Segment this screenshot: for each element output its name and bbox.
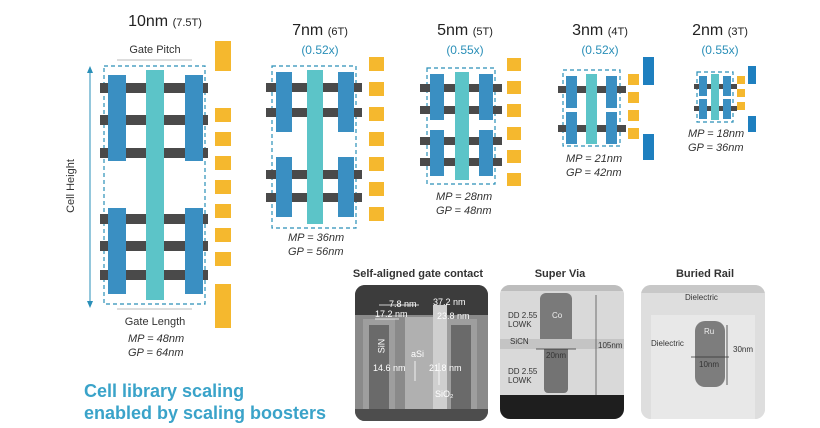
metric-gp-7nm: GP = 56nm (288, 246, 344, 258)
node-ratio-5nm: (0.55x) (446, 43, 484, 57)
node-ratio-3nm: (0.52x) (581, 43, 619, 57)
super-via-annotation: DD 2.55 (508, 311, 538, 320)
sagc-annotation: 14.6 nm (373, 363, 406, 373)
photo-buried-rail: Dielectric Dielectric Ru 10nm 30nm (641, 285, 765, 419)
sagc-annotation: 7.8 nm (389, 299, 417, 309)
booster-title-sagc: Self-aligned gate contact (352, 268, 484, 280)
buried-rail-micrograph (641, 285, 765, 419)
gate-pitch-label: Gate Pitch (129, 44, 181, 56)
super-via-annotation: LOWK (508, 320, 532, 329)
gate-length-label: Gate Length (124, 316, 186, 328)
node-title-5nm: 5nm (5T) (425, 22, 505, 40)
booster-title-super-via: Super Via (534, 268, 586, 280)
metric-gp-3nm: GP = 42nm (566, 167, 622, 179)
metric-mp-7nm: MP = 36nm (288, 232, 345, 244)
metric-gp-2nm: GP = 36nm (688, 142, 744, 154)
super-via-annotation: DD 2.55 (508, 367, 538, 376)
cell-5nm (420, 58, 521, 186)
cell-3nm (558, 57, 654, 160)
node-name: 5nm (437, 22, 469, 39)
sagc-micrograph (355, 285, 488, 421)
sagc-annotation: 37.2 nm (433, 297, 466, 307)
buried-rail-annotation: Ru (704, 327, 715, 336)
metric-gp-10nm: GP = 64nm (128, 347, 184, 359)
booster-title-buried-rail: Buried Rail (675, 268, 735, 280)
node-tracks: (5T) (472, 26, 493, 38)
node-tracks: (6T) (327, 26, 348, 38)
node-ratio-7nm: (0.52x) (301, 43, 339, 57)
buried-rail-annotation: 30nm (733, 345, 754, 354)
super-via-annotation: SiCN (510, 337, 529, 346)
node-title-7nm: 7nm (6T) (280, 22, 360, 40)
node-title-10nm: 10nm (7.5T) (110, 13, 220, 31)
metric-mp-2nm: MP = 18nm (688, 128, 745, 140)
node-name: 7nm (292, 22, 324, 39)
metric-mp-10nm: MP = 48nm (128, 333, 185, 345)
photo-super-via: DD 2.55 LOWK SiCN DD 2.55 LOWK Co 20nm 1… (500, 285, 624, 419)
cell-10nm (87, 41, 231, 328)
node-title-3nm: 3nm (4T) (560, 22, 640, 40)
cell-2nm (694, 66, 756, 132)
cell-7nm (266, 57, 384, 229)
super-via-annotation: 105nm (598, 341, 623, 350)
super-via-micrograph (500, 285, 624, 419)
metric-gp-5nm: GP = 48nm (436, 205, 492, 217)
node-name: 3nm (572, 22, 604, 39)
caption-line-1: Cell library scaling (84, 381, 245, 401)
photo-sagc: 7.8 nm 17.2 nm 37.2 nm 23.8 nm SiN aSi 1… (355, 285, 488, 421)
sagc-annotation: 17.2 nm (375, 309, 408, 319)
sagc-annotation: SiO₂ (435, 389, 454, 399)
buried-rail-annotation: Dielectric (685, 293, 718, 302)
super-via-annotation: LOWK (508, 376, 532, 385)
node-ratio-2nm: (0.55x) (701, 43, 739, 57)
node-tracks: (7.5T) (172, 17, 202, 29)
sagc-annotation: 21.8 nm (429, 363, 462, 373)
buried-rail-annotation: Dielectric (651, 339, 684, 348)
cell-height-label: Cell Height (65, 159, 77, 213)
super-via-annotation: 20nm (546, 351, 567, 360)
sagc-annotation: 23.8 nm (437, 311, 470, 321)
super-via-annotation: Co (552, 311, 563, 320)
node-title-2nm: 2nm (3T) (680, 22, 760, 40)
node-name: 2nm (692, 22, 724, 39)
node-tracks: (3T) (727, 26, 748, 38)
node-tracks: (4T) (607, 26, 628, 38)
metric-mp-5nm: MP = 28nm (436, 191, 493, 203)
buried-rail-annotation: 10nm (699, 360, 720, 369)
sagc-annotation: SiN (376, 338, 387, 354)
metric-mp-3nm: MP = 21nm (566, 153, 623, 165)
caption-line-2: enabled by scaling boosters (84, 403, 327, 423)
sagc-annotation: aSi (411, 349, 425, 359)
node-name: 10nm (128, 13, 169, 30)
